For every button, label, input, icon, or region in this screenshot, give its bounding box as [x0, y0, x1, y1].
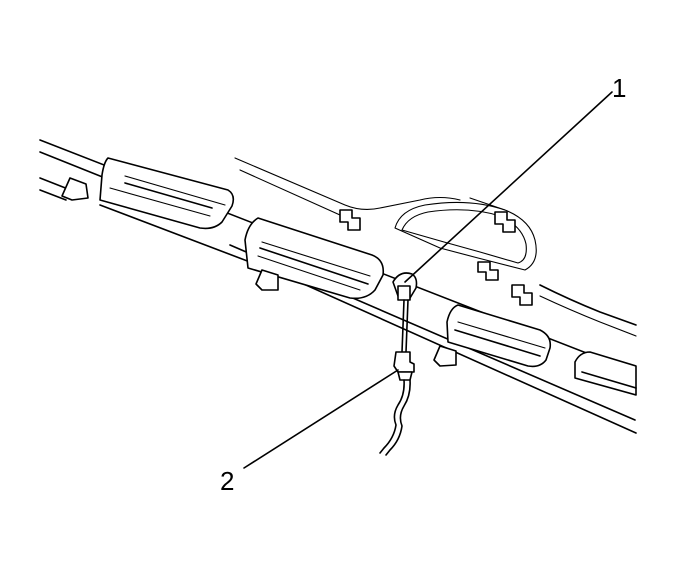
lamp-pocket-far-right	[574, 351, 637, 396]
connector-socket-1	[392, 272, 418, 301]
cable-link	[401, 299, 409, 353]
leader-line-2	[243, 369, 399, 469]
callout-1: 1	[612, 73, 626, 103]
pigtail-wire	[379, 379, 411, 456]
lamp-pocket-right	[446, 304, 552, 368]
leader-line-1	[404, 91, 613, 283]
connector-plug-2	[393, 351, 415, 381]
callout-2: 2	[220, 466, 234, 496]
wiring-harness-loop	[394, 197, 537, 271]
lamp-pocket-left	[99, 157, 235, 230]
retainer-clips	[339, 209, 533, 306]
lamp-pocket-center	[244, 217, 385, 300]
side-tabs	[61, 177, 457, 367]
